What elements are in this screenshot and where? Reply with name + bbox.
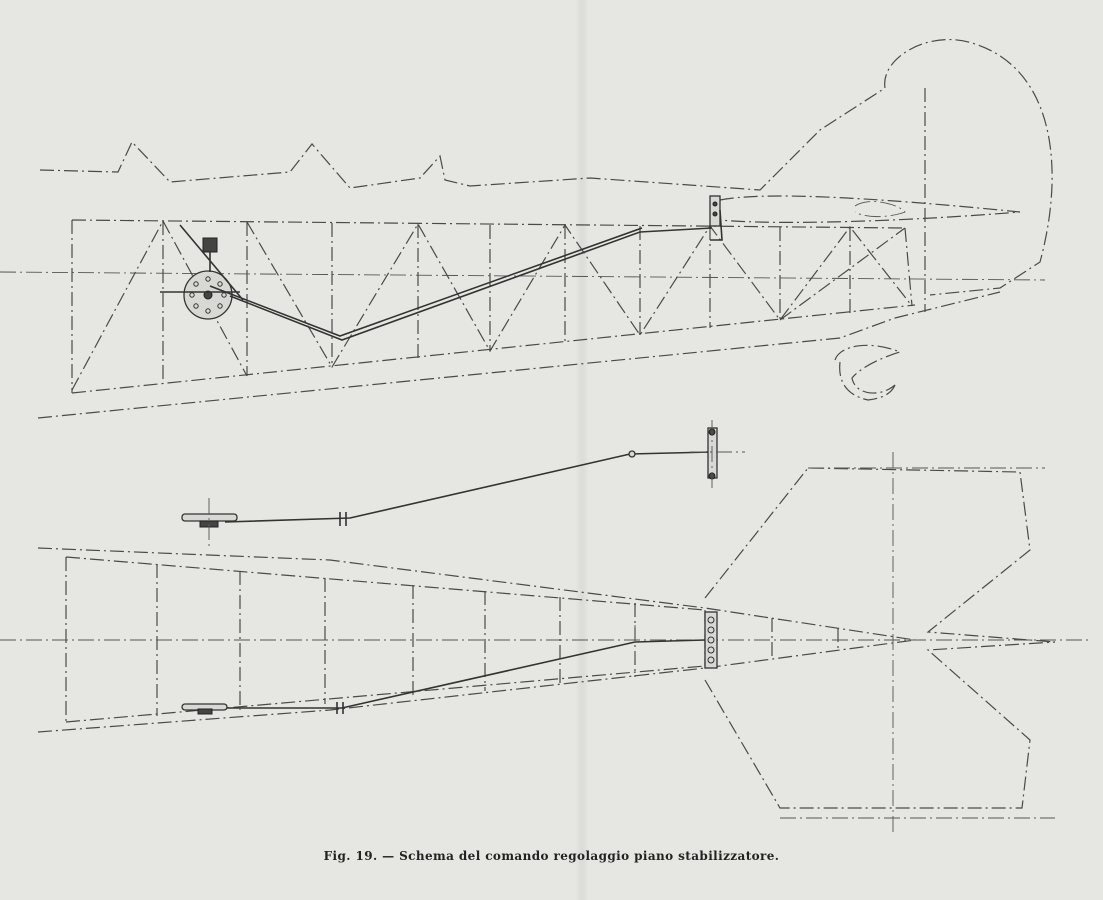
side-view: [0, 39, 1053, 419]
jack-pin-2: [712, 211, 718, 217]
handwheel-hub: [203, 290, 213, 300]
plan-outer-upper: [37, 547, 916, 641]
tailplane-elevator-line: [854, 201, 906, 218]
side-centerline: [0, 271, 1046, 281]
tail-skid-lower: [839, 361, 896, 401]
tail-skid: [834, 344, 902, 394]
plan-handwheel-hub: [197, 708, 213, 715]
plan-outer-lower: [37, 639, 916, 733]
detail-handwheel: [181, 513, 238, 522]
side-cable-upper: [209, 227, 643, 337]
fin-rudder-outline: [884, 39, 1053, 296]
plan-inner-frame: [65, 556, 706, 723]
side-upper-longeron: [71, 219, 906, 229]
handwheel-holes: [189, 276, 227, 314]
tailplane-section: [719, 195, 1021, 223]
jack-bracket: [710, 209, 723, 241]
control-gearbox: [202, 237, 218, 253]
side-lower-skin: [37, 291, 1001, 419]
cable-detail: [181, 420, 745, 548]
detail-pulley-mark: [339, 512, 347, 526]
side-verticals: [162, 221, 913, 384]
jack-pin-1: [712, 201, 718, 207]
tailplane-span-lines: [780, 452, 1055, 835]
plan-screw-jack: [704, 611, 718, 669]
detail-cable: [224, 451, 713, 523]
stabilizer-screw-jack: [709, 195, 721, 227]
tailplane-upper-half: [704, 467, 1056, 643]
detail-pulley: [628, 450, 636, 458]
side-cable-lower: [229, 227, 713, 341]
plan-jack-holes: [707, 616, 715, 664]
plan-pulley-mark: [336, 702, 344, 714]
plan-cable: [225, 639, 706, 709]
detail-jack-axis: [690, 420, 745, 490]
side-lower-longeron: [71, 304, 916, 394]
detail-screw-jack: [707, 427, 718, 479]
tailplane-lower-half: [704, 641, 1056, 809]
plan-view: [0, 452, 1090, 835]
figure-caption: Fig. 19. — Schema del comando regolaggio…: [323, 849, 780, 863]
side-diagonals: [71, 219, 913, 391]
side-upper-profile: [39, 87, 886, 191]
